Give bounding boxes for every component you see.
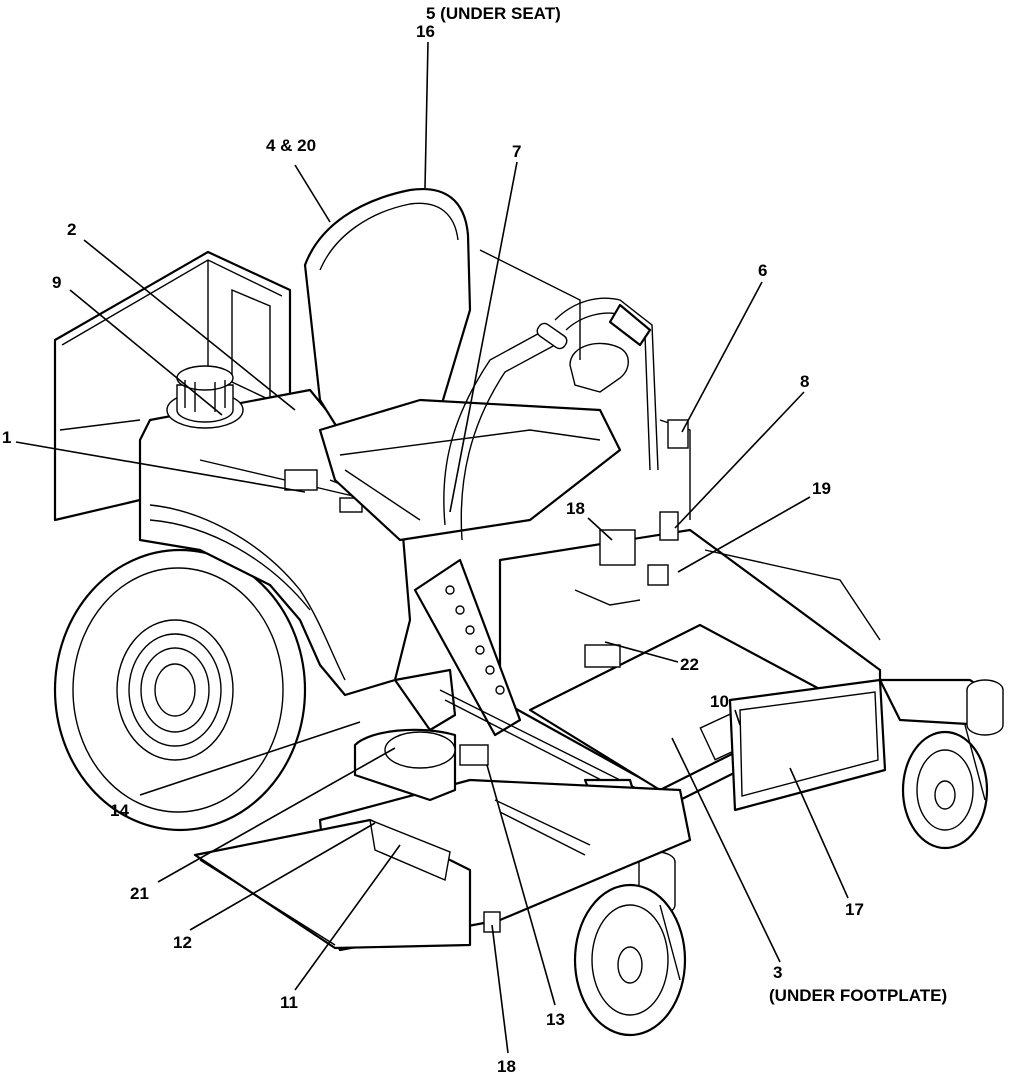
callout-2: 2 bbox=[67, 220, 76, 239]
callout-21: 21 bbox=[130, 884, 149, 903]
callout-18-bottom: 18 bbox=[497, 1057, 516, 1076]
leader-12 bbox=[189, 822, 376, 931]
seat bbox=[303, 188, 622, 542]
callout-19: 19 bbox=[812, 479, 831, 498]
callout-18-top: 18 bbox=[566, 499, 585, 518]
callout-8: 8 bbox=[800, 372, 809, 391]
callout-22: 22 bbox=[680, 655, 699, 674]
leader-2 bbox=[83, 239, 296, 411]
discharge-chute bbox=[193, 818, 472, 950]
leader-lines bbox=[15, 41, 849, 1054]
leader-9 bbox=[69, 289, 223, 416]
rear-wheel bbox=[53, 548, 307, 832]
callout-7: 7 bbox=[512, 142, 521, 161]
leader-21 bbox=[157, 747, 396, 883]
callout-6: 6 bbox=[758, 261, 767, 280]
callout-11: 11 bbox=[280, 993, 298, 1012]
callout-1: 1 bbox=[2, 428, 11, 447]
callout-17: 17 bbox=[845, 900, 864, 919]
front-crossbar bbox=[728, 678, 887, 812]
mower-illustration bbox=[53, 188, 1004, 1037]
fuel-cap bbox=[166, 365, 244, 429]
callout-5: 5 (UNDER SEAT) bbox=[426, 4, 561, 23]
leader-8 bbox=[674, 391, 805, 529]
leader-22 bbox=[604, 641, 679, 663]
leader-17 bbox=[789, 767, 849, 899]
callout-16: 16 bbox=[416, 22, 435, 41]
leader-18b bbox=[491, 924, 509, 1054]
leader-18a bbox=[587, 517, 613, 541]
leader-14 bbox=[139, 721, 361, 796]
callout-10: 10 bbox=[710, 692, 729, 711]
leader-11 bbox=[294, 844, 401, 991]
leader-4 bbox=[294, 164, 331, 223]
callout-labels: 5 (UNDER SEAT) 16 4 & 20 7 2 6 9 8 1 19 … bbox=[2, 4, 947, 1076]
leader-3 bbox=[671, 737, 781, 963]
leader-1 bbox=[15, 441, 306, 493]
front-right-caster bbox=[878, 678, 1004, 850]
rear-right-frame bbox=[479, 249, 691, 520]
leader-6 bbox=[681, 281, 763, 433]
leader-13 bbox=[486, 764, 556, 1006]
callout-12: 12 bbox=[173, 933, 192, 952]
callout-4-20: 4 & 20 bbox=[266, 136, 316, 155]
callout-9: 9 bbox=[52, 273, 61, 292]
leader-16 bbox=[424, 41, 429, 189]
leader-10 bbox=[734, 709, 741, 726]
leader-7 bbox=[449, 161, 518, 513]
callout-3-note: (UNDER FOOTPLATE) bbox=[769, 986, 947, 1005]
callout-13: 13 bbox=[546, 1010, 565, 1029]
leader-19 bbox=[677, 496, 811, 573]
front-left-caster bbox=[573, 851, 687, 1037]
callout-3: 3 bbox=[773, 963, 782, 982]
callout-14: 14 bbox=[110, 801, 129, 820]
control-levers bbox=[443, 297, 659, 541]
